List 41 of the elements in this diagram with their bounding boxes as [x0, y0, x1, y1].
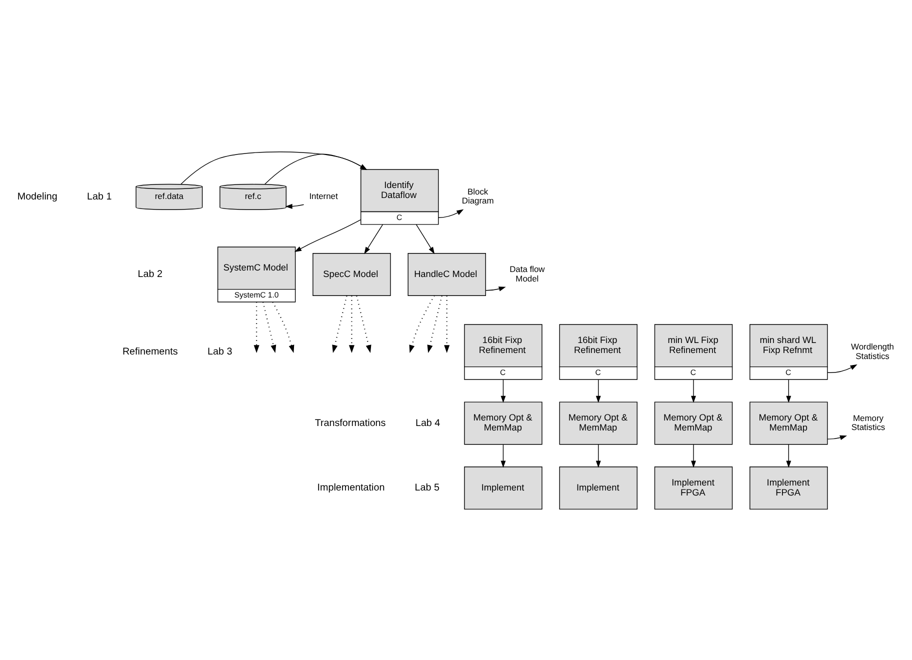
- arrow: [332, 295, 348, 352]
- label: Lab 1: [87, 191, 112, 202]
- label: Lab 5: [414, 482, 440, 494]
- arrow: [285, 203, 304, 208]
- node-text: Block Diagram: [462, 186, 494, 206]
- arrow: [180, 151, 368, 184]
- arrow: [827, 434, 848, 440]
- label: Modeling: [17, 191, 58, 202]
- label: Transformations: [314, 417, 386, 428]
- node-text: Data flow Model: [510, 264, 545, 283]
- label: Lab 3: [208, 346, 232, 358]
- arrow: [272, 301, 294, 352]
- arrow: [691, 378, 696, 402]
- label: Implementation: [317, 482, 385, 494]
- arrow: [596, 444, 601, 468]
- arrow: [409, 294, 435, 352]
- arrow: [596, 378, 601, 402]
- arrow: [444, 295, 450, 353]
- arrow: [254, 302, 260, 353]
- arrow: [294, 218, 362, 252]
- node-text: Memory Statistics: [851, 412, 886, 432]
- label: Refinements: [122, 346, 178, 358]
- arrow: [438, 208, 464, 218]
- label: Lab 4: [415, 417, 440, 428]
- arrow: [364, 224, 384, 254]
- node-text: Wordlength Statistics: [851, 341, 894, 360]
- arrow: [356, 295, 372, 352]
- label: Lab 2: [138, 268, 162, 280]
- arrow: [827, 364, 858, 372]
- arrow: [500, 378, 506, 402]
- arrow: [427, 295, 442, 352]
- node-text: Internet: [309, 190, 338, 201]
- arrow: [264, 153, 368, 184]
- arrow: [500, 444, 506, 468]
- arrow: [262, 301, 276, 352]
- arrow: [786, 378, 792, 402]
- arrow: [416, 224, 435, 254]
- arrow: [691, 444, 696, 468]
- arrow: [485, 286, 506, 291]
- arrow: [348, 295, 354, 353]
- arrow: [786, 444, 792, 468]
